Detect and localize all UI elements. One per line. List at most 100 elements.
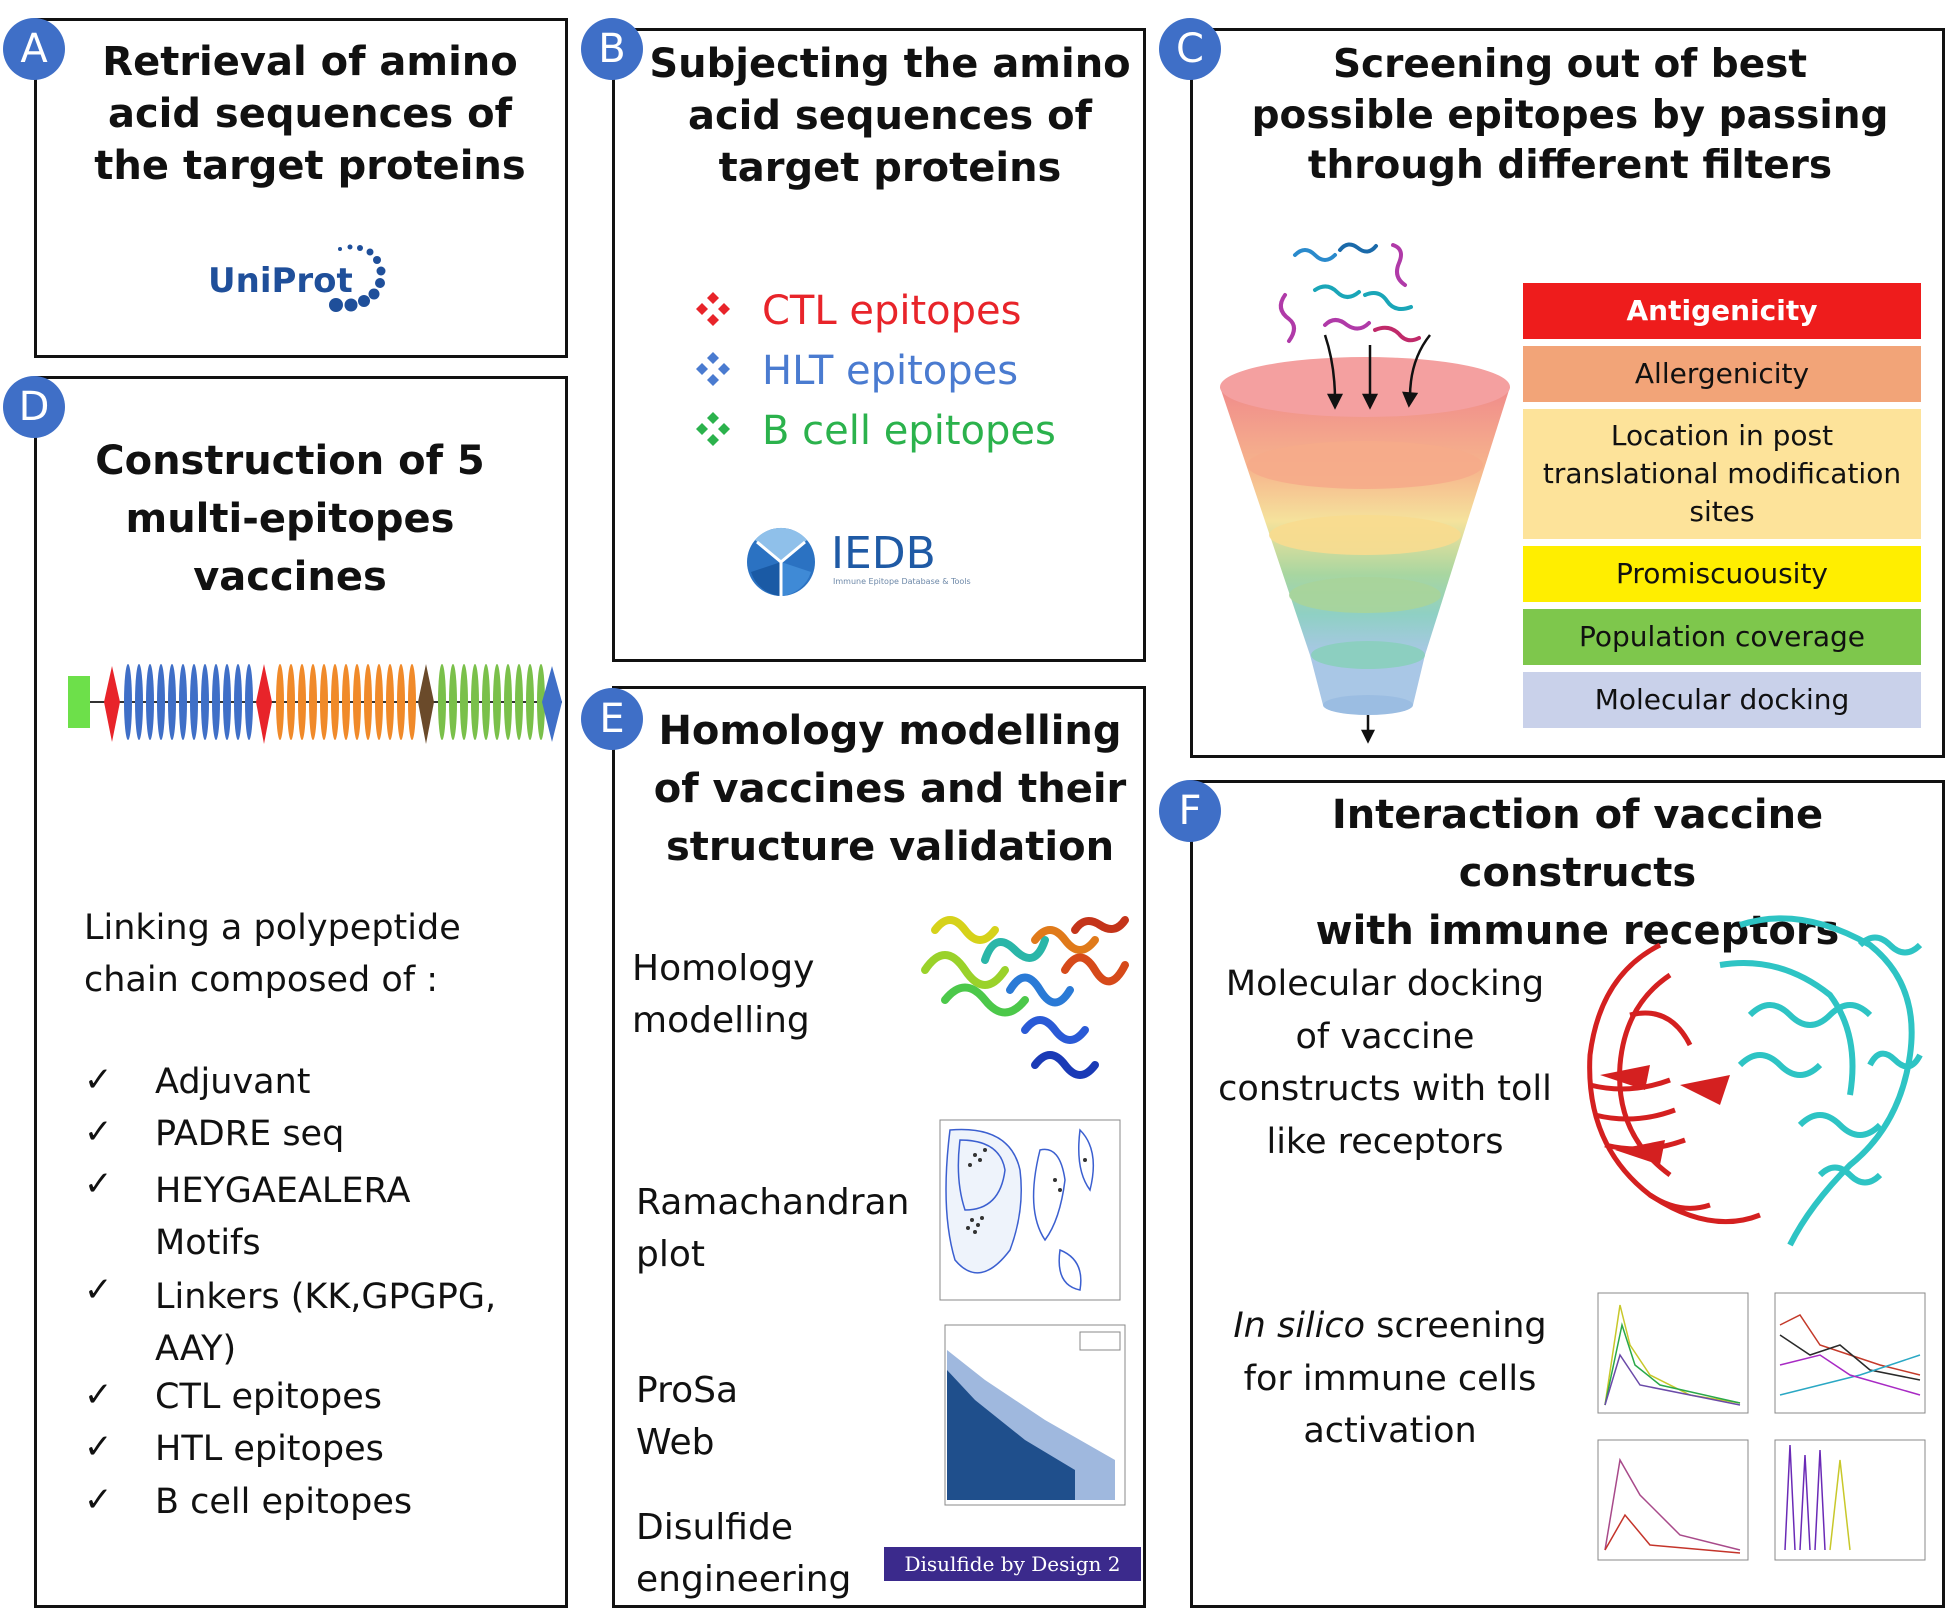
checkmark-icon: ✓: [84, 1427, 113, 1467]
checklist-item-motifs: HEYGAEALERA Motifs: [155, 1171, 411, 1263]
epitope-bar: [526, 664, 534, 740]
filter-antigenicity: Antigenicity: [1523, 283, 1921, 339]
epitope-bar: [537, 664, 545, 740]
epitope-bar: [471, 664, 479, 740]
epitope-bar: [449, 664, 457, 740]
checkmark-icon: ✓: [84, 1060, 113, 1100]
filter-promiscuousity: Promiscuousity: [1523, 546, 1921, 602]
checkmark-icon: ✓: [84, 1164, 113, 1204]
panel-f-badge: F: [1159, 780, 1221, 842]
checkmark-icon: ✓: [84, 1270, 113, 1310]
epitope-bar: [223, 664, 231, 740]
epitope-bar: [460, 664, 468, 740]
panel-b-title: Subjecting the amino acid sequences of t…: [649, 41, 1131, 191]
epitope-bar: [287, 664, 295, 740]
epitope-bar: [493, 664, 501, 740]
checkmark-icon: ✓: [84, 1375, 113, 1415]
epitope-bar: [179, 664, 187, 740]
panel-d-badge: D: [3, 376, 65, 438]
epitope-bar: [504, 664, 512, 740]
filter-molecular-docking: Molecular docking: [1523, 672, 1921, 728]
epitope-bar: [342, 664, 350, 740]
panel-d: [34, 376, 568, 1608]
checkmark-icon: ✓: [84, 1112, 113, 1152]
ramachandran-plot: [939, 1119, 1121, 1301]
epitope-bar: [157, 664, 165, 740]
epitope-bar: [482, 664, 490, 740]
diamond-bullet-icon: [696, 412, 730, 446]
uniprot-logo: UniProt: [208, 244, 386, 312]
construct-intro: Linking a polypeptide chain composed of …: [84, 908, 461, 1000]
row-prosa-web: ProSa Web: [636, 1370, 739, 1464]
epitope-bar: [212, 664, 220, 740]
prosa-zscore-plot: [944, 1324, 1126, 1506]
row-disulfide-engineering: Disulfide engineering: [636, 1507, 852, 1601]
iedb-logo-text: IEDB: [831, 528, 936, 579]
funnel-icon: [1220, 242, 1510, 744]
panel-d-title: Construction of 5 multi-epitopes vaccine…: [95, 438, 485, 600]
diamond-bullet-icon: [696, 352, 730, 386]
vaccine-construct-diagram: [68, 664, 562, 744]
epitope-bar: [146, 664, 154, 740]
panel-b-badge: B: [581, 18, 643, 80]
checkmark-icon: ✓: [84, 1480, 113, 1520]
epitope-item-hlt: HLT epitopes: [762, 348, 1019, 394]
peptide-strands-icon: [1278, 242, 1421, 343]
checklist-item-linkers: Linkers (KK,GPGPG, AAY): [155, 1277, 497, 1369]
checklist-item-htl: HTL epitopes: [155, 1429, 384, 1469]
in-silico-italic: In silico: [1233, 1306, 1366, 1346]
epitope-bar: [190, 664, 198, 740]
panel-e-title: Homology modelling of vaccines and their…: [653, 708, 1127, 870]
checklist-item-ctl: CTL epitopes: [155, 1377, 383, 1417]
epitope-item-bcell: B cell epitopes: [762, 408, 1056, 454]
filter-allergenicity: Allergenicity: [1523, 346, 1921, 402]
funnel-arrows-icon: [1323, 334, 1431, 410]
epitope-bar: [135, 664, 143, 740]
iedb-logo: IEDB Immune Epitope Database & Tools: [747, 527, 971, 596]
panel-a-badge: A: [3, 18, 65, 80]
epitope-bar: [397, 664, 405, 740]
epitope-bar: [364, 664, 372, 740]
epitope-bar: [298, 664, 306, 740]
panel-c-badge: C: [1159, 18, 1221, 80]
in-silico-description: In silico screening for immune cells act…: [1233, 1306, 1547, 1451]
epitope-bar: [375, 664, 383, 740]
panel-f-title: Interaction of vaccine constructs with i…: [1315, 792, 1840, 954]
epitope-bar: [309, 664, 317, 740]
row-homology-modelling: Homology modelling: [632, 948, 815, 1042]
panel-a: [34, 18, 568, 358]
epitope-bar: [168, 664, 176, 740]
panel-c-title: Screening out of best possible epitopes …: [1251, 42, 1889, 189]
epitope-bar: [320, 664, 328, 740]
panel-a-title: Retrieval of amino acid sequences of the…: [94, 39, 526, 189]
epitope-bar: [386, 664, 394, 740]
epitope-bar: [124, 664, 132, 740]
receptor-complex-structure: [1587, 915, 1923, 1247]
epitope-bar: [331, 664, 339, 740]
down-arrow-icon: [1360, 715, 1376, 744]
epitope-bar: [353, 664, 361, 740]
epitope-bar: [438, 664, 446, 740]
panel-e-badge: E: [581, 688, 643, 750]
epitope-bar: [408, 664, 416, 740]
uniprot-logo-text: UniProt: [208, 261, 353, 301]
panel-b: [612, 28, 1146, 662]
diamond-bullet-icon: [696, 292, 730, 326]
row-ramachandran: Ramachandran plot: [636, 1182, 910, 1276]
epitope-bar: [201, 664, 209, 740]
disulfide-design-logo: Disulfide by Design 2: [884, 1547, 1141, 1581]
iedb-logo-subtext: Immune Epitope Database & Tools: [833, 577, 971, 586]
iedb-emblem-icon: [747, 527, 815, 596]
filter-population-coverage: Population coverage: [1523, 609, 1921, 665]
epitope-bar: [234, 664, 242, 740]
docking-description: Molecular docking of vaccine constructs …: [1218, 964, 1552, 1162]
immune-simulation-plots: [1597, 1292, 1926, 1561]
uniprot-dots-icon: [329, 244, 386, 312]
epitope-bar: [245, 664, 253, 740]
checklist-item-adjuvant: Adjuvant: [155, 1062, 311, 1102]
checklist-item-padre: PADRE seq: [155, 1114, 345, 1154]
checklist-item-bcell: B cell epitopes: [155, 1482, 413, 1522]
epitope-bar: [515, 664, 523, 740]
epitope-bar: [276, 664, 284, 740]
filter-ptm-location: Location in post translational modificat…: [1523, 409, 1921, 539]
